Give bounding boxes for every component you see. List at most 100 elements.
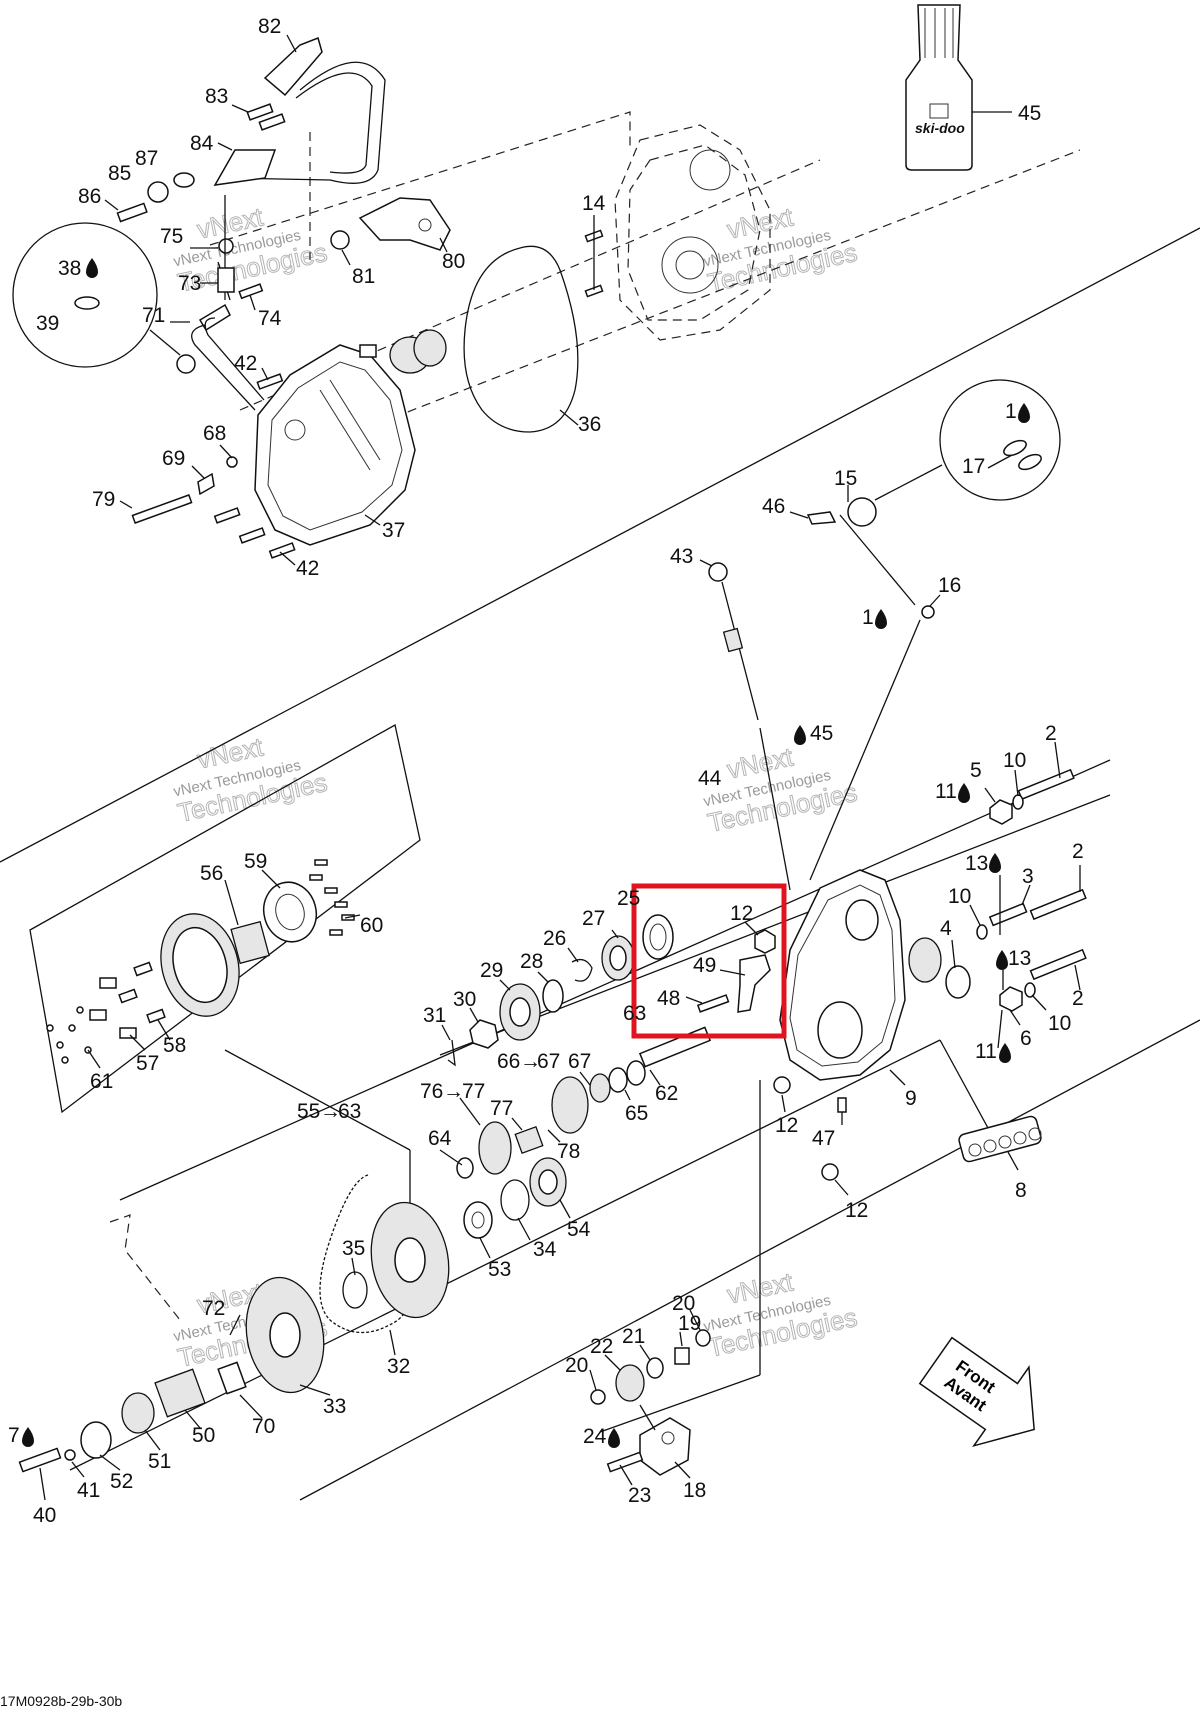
- sprocket-upper-hub: [394, 1237, 426, 1283]
- callout-84: 84: [190, 132, 214, 155]
- callout-64: 64: [428, 1127, 452, 1150]
- leader-line: [499, 979, 511, 991]
- ball-61: [46, 1024, 54, 1032]
- callout-58: 58: [163, 1034, 186, 1057]
- washer-10: [976, 924, 988, 940]
- bolt-79: [131, 494, 193, 524]
- callout-61: 61: [90, 1070, 113, 1093]
- callout-27: 27: [582, 907, 605, 930]
- lever-rod-inner: [295, 72, 373, 174]
- callout-26: 26: [543, 927, 566, 950]
- callout-73: 73: [178, 272, 201, 295]
- callout-52: 52: [110, 1470, 133, 1493]
- callout-86: 86: [78, 185, 101, 208]
- washer-65b: [626, 1060, 646, 1086]
- nut-30: [469, 1019, 499, 1049]
- callout-63-clipped: 63: [623, 1002, 646, 1025]
- leader-line: [129, 1034, 146, 1051]
- callout-38: 38: [58, 257, 81, 280]
- bottle-body: [905, 4, 973, 171]
- cover-hole: [284, 419, 306, 441]
- callout-14: 14: [582, 192, 606, 215]
- callout-74: 74: [258, 307, 282, 330]
- callout-53: 53: [488, 1258, 511, 1281]
- callout-49: 49: [693, 954, 716, 977]
- callout-12-box: 12: [730, 902, 753, 925]
- ball: [1013, 1131, 1027, 1145]
- callout-33: 33: [323, 1395, 346, 1418]
- watermark-group: vNext vNext Technologies Technologies vN…: [172, 201, 860, 1374]
- seal-51: [121, 1392, 155, 1434]
- bolt: [268, 542, 296, 559]
- sprocket-56: [160, 881, 318, 1017]
- leader-line: [87, 1049, 101, 1069]
- housing-bore: [845, 899, 879, 941]
- bolt-48: [696, 994, 730, 1013]
- leader-line: [219, 444, 233, 459]
- axis-line: [439, 794, 1111, 1056]
- callout-57: 57: [136, 1052, 159, 1075]
- leader-line: [611, 929, 619, 939]
- callout-4: 4: [940, 917, 952, 940]
- callout-13-top: 13: [965, 852, 988, 875]
- leader-line: [649, 1069, 661, 1086]
- leader-line: [261, 367, 269, 381]
- leader-line: [299, 1384, 331, 1396]
- plate-59: [262, 881, 318, 943]
- axis-line: [599, 1374, 761, 1433]
- housing-bore: [689, 149, 731, 191]
- shaft-ghost-72: [109, 1214, 181, 1321]
- link-73: [217, 267, 235, 293]
- dowel-pin: [584, 284, 604, 298]
- bolt-23: [606, 1451, 644, 1473]
- leader-line: [344, 914, 361, 919]
- callout-82: 82: [258, 15, 281, 38]
- callout-3: 3: [1022, 865, 1034, 888]
- callout-56: 56: [200, 862, 223, 885]
- bracket-69: [197, 472, 215, 496]
- housing-bore: [817, 1001, 863, 1059]
- cotter-31: [447, 1039, 456, 1067]
- bearing-67: [589, 1073, 611, 1103]
- shaft-62: [638, 1026, 712, 1068]
- front-direction-arrow[interactable]: Front Avant: [908, 1321, 1061, 1468]
- washer-65: [608, 1067, 628, 1093]
- dipstick-cap: [847, 497, 877, 527]
- leader-line: [951, 939, 956, 969]
- callout-28: 28: [520, 950, 543, 973]
- callout-16: 16: [938, 574, 961, 597]
- nut-6: [999, 986, 1023, 1012]
- leader-line: [157, 1019, 171, 1041]
- cover-rim: [267, 361, 403, 531]
- callout-87: 87: [135, 147, 158, 170]
- leader-line: [229, 1314, 241, 1336]
- callout-35: 35: [342, 1237, 365, 1260]
- leader-line: [809, 619, 921, 881]
- seal-25: [642, 914, 674, 960]
- housing-outline: [614, 124, 771, 341]
- tensioner-hole: [661, 1431, 675, 1445]
- leader-line: [224, 1049, 411, 1151]
- leader-line: [144, 1429, 161, 1451]
- bearing-27-bore: [609, 945, 627, 971]
- bolt-86: [116, 202, 148, 223]
- leader-line: [511, 1117, 523, 1131]
- housing-inner: [627, 144, 761, 321]
- leader-line: [441, 1024, 451, 1041]
- gasket-36: [463, 245, 579, 433]
- bolt-74: [238, 283, 264, 300]
- callout-31: 31: [423, 1004, 446, 1027]
- callout-39: 39: [36, 312, 59, 335]
- label-leaders: [39, 34, 1081, 1501]
- sensor-70: [217, 1361, 247, 1395]
- callout-44: 44: [698, 767, 722, 790]
- callout-22: 22: [590, 1335, 613, 1358]
- callout-48: 48: [657, 987, 680, 1010]
- highlighted-parts-group[interactable]: [631, 883, 787, 1039]
- callout-1-circle: 1: [1005, 400, 1017, 423]
- leader-line: [547, 1129, 561, 1143]
- washer-20: [590, 1389, 606, 1405]
- leader-line: [217, 142, 233, 151]
- callout-45-bottle: 45: [1018, 102, 1041, 125]
- callout-83: 83: [205, 85, 228, 108]
